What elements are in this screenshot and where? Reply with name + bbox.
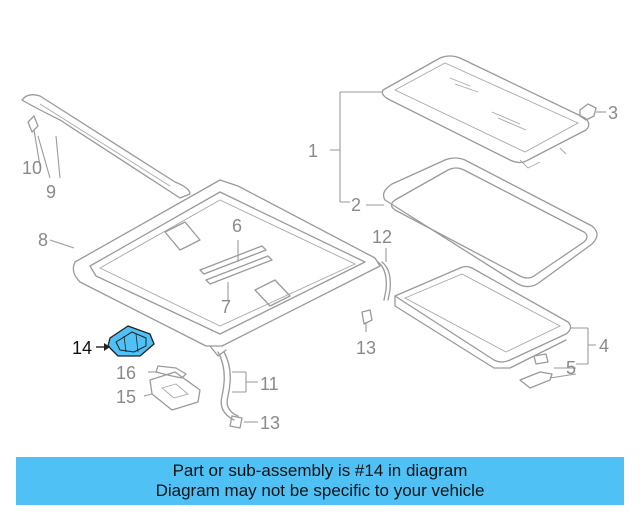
callout-3: 3 [608, 103, 618, 123]
leader-lines [33, 91, 596, 423]
callout-9: 9 [46, 182, 56, 202]
part-6-guide [199, 245, 273, 285]
part-9-front-rail [21, 94, 191, 199]
callout-6: 6 [232, 216, 242, 236]
banner-line-1: Part or sub-assembly is #14 in diagram [172, 461, 468, 480]
callout-7: 7 [221, 297, 231, 317]
callout-16: 16 [116, 363, 136, 383]
callout-13-upper: 13 [356, 338, 376, 358]
callout-8: 8 [38, 230, 48, 250]
info-banner: Part or sub-assembly is #14 in diagram D… [16, 457, 624, 505]
part-13-grommet [361, 309, 373, 325]
part-15-bracket [149, 365, 201, 411]
part-8-frame [72, 179, 381, 357]
callout-13-lower: 13 [260, 413, 280, 433]
callout-12: 12 [372, 227, 392, 247]
part-3-screw [579, 103, 606, 121]
part-14-highlighted[interactable] [96, 325, 155, 357]
part-2-seal [382, 157, 598, 288]
part-5-clips [519, 353, 553, 389]
callout-5: 5 [566, 358, 576, 378]
callout-1: 1 [308, 141, 318, 161]
part-1-glass-panel [381, 55, 590, 169]
callout-11: 11 [260, 374, 279, 394]
callout-4: 4 [599, 336, 609, 356]
callout-14: 14 [72, 338, 92, 358]
callout-2: 2 [351, 195, 361, 215]
part-12-drain-hose [377, 261, 391, 301]
callout-15: 15 [116, 387, 136, 407]
part-11-drain-hose [217, 351, 243, 429]
parts-diagram: 1 2 3 4 5 6 7 8 9 10 11 12 13 13 14 15 1… [21, 55, 618, 433]
callout-10: 10 [22, 158, 42, 178]
part-4-sunshade [394, 265, 572, 369]
banner-line-2: Diagram may not be specific to your vehi… [155, 481, 485, 500]
